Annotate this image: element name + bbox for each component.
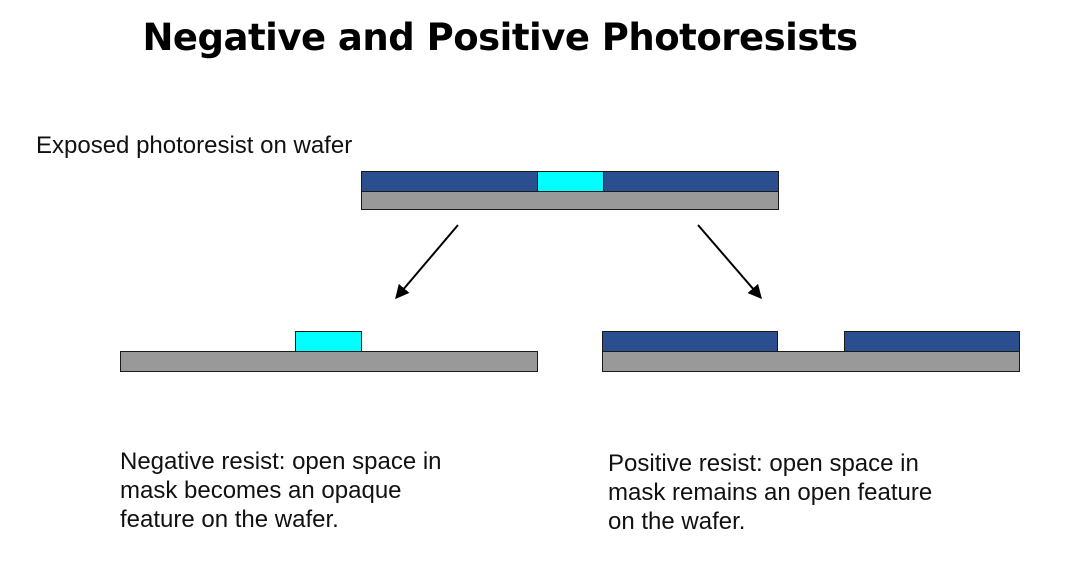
negative-caption-line: Negative resist: open space in [120,448,442,475]
page-title: Negative and Positive Photoresists [142,16,858,59]
positive-resist-caption: Positive resist: open space in mask rema… [608,450,1028,536]
positive-caption-line: mask remains an open feature [608,478,933,506]
negative-resist-caption: Negative resist: open space in mask beco… [120,448,580,534]
positive-resist-left [602,331,778,352]
negative-caption-line: feature on the wafer. [120,505,339,533]
positive-caption-line: Positive resist: open space in [608,450,919,477]
positive-caption-line: on the wafer. [608,507,746,535]
arrow-to-negative [395,224,459,300]
positive-resist-right [844,331,1020,352]
negative-caption-line: mask becomes an opaque [120,476,402,504]
top-wafer [361,191,779,210]
negative-remaining-resist [295,331,362,352]
arrow-to-positive [697,224,762,300]
negative-wafer [120,351,538,372]
exposed-wafer-label: Exposed photoresist on wafer [36,132,353,159]
positive-wafer [602,351,1020,372]
